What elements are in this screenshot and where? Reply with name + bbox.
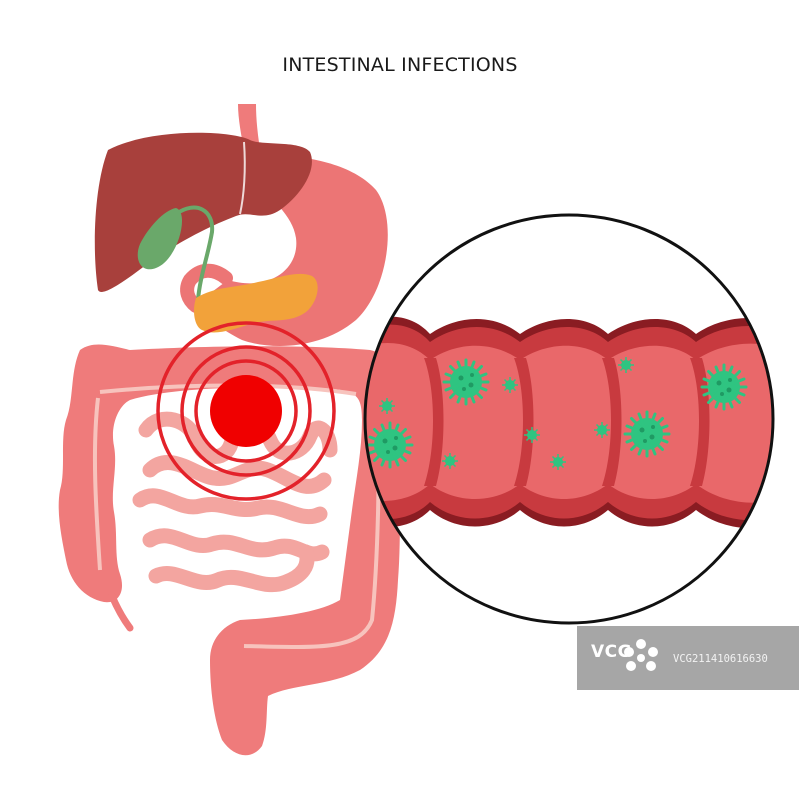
haustral-folds bbox=[424, 358, 710, 486]
liver-lobe-line bbox=[239, 141, 246, 215]
pain-spot bbox=[210, 375, 282, 447]
pain-ring-inner bbox=[194, 359, 298, 463]
virus-large bbox=[366, 421, 414, 469]
watermark-logo: VCG bbox=[591, 642, 633, 662]
large-intestine bbox=[58, 344, 403, 756]
pain-ring-middle bbox=[180, 345, 312, 477]
watermark-code: VCG211410616630 bbox=[673, 653, 768, 665]
diagram-title: INTESTINAL INFECTIONS bbox=[282, 54, 518, 76]
colon-band-ascending bbox=[92, 397, 102, 571]
magnifier-outline bbox=[363, 213, 775, 625]
watermark: VCG VCG211410616630 bbox=[577, 626, 799, 690]
gallbladder bbox=[137, 208, 183, 270]
virus-large bbox=[442, 358, 490, 406]
pancreas bbox=[194, 273, 318, 333]
watermark-flower-icon bbox=[624, 639, 658, 671]
bile-duct bbox=[174, 205, 215, 301]
stomach-fold bbox=[180, 263, 233, 313]
pain-indicator bbox=[156, 321, 336, 501]
magnified-view bbox=[365, 215, 773, 623]
pain-ring-outer bbox=[156, 321, 336, 501]
virus-large bbox=[623, 410, 671, 458]
virus-large bbox=[700, 363, 748, 411]
appendix bbox=[108, 592, 134, 632]
